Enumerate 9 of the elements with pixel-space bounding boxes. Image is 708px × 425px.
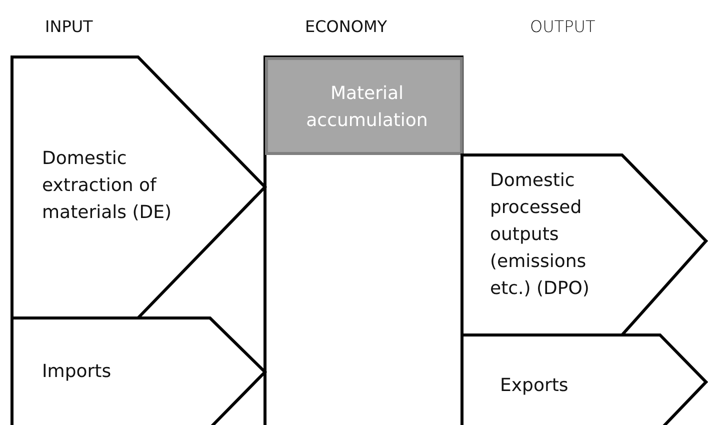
node-label: Domestic processed outputs (emissions etc.) (DPO) xyxy=(490,169,590,301)
column-heading: INPUT xyxy=(45,17,93,36)
column-heading: ECONOMY xyxy=(305,17,388,36)
node-label: Exports xyxy=(500,374,570,398)
node-label: Material accumulation xyxy=(305,82,429,133)
node-label: Domestic extraction of materials (DE) xyxy=(42,147,173,225)
accumulation-box xyxy=(265,57,463,155)
column-heading: OUTPUT xyxy=(530,17,596,36)
node-label: Imports xyxy=(42,360,112,384)
